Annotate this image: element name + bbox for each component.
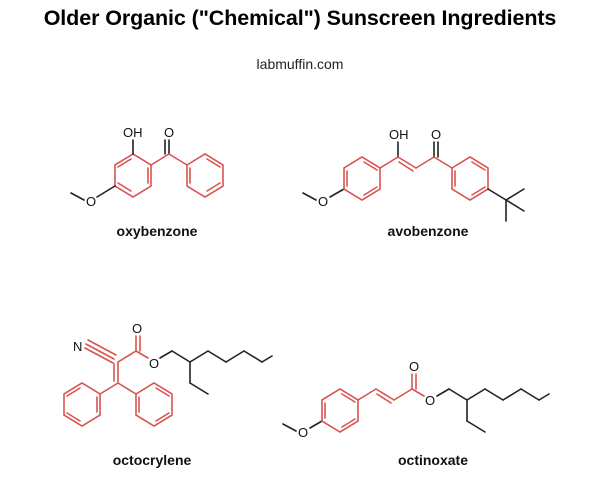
octinoxate-ring — [321, 388, 359, 433]
avobenzone-structure: O OH O — [302, 127, 525, 239]
avobenzone-oh-label: OH — [389, 127, 409, 142]
octocrylene-name: octocrylene — [113, 452, 192, 468]
oxybenzone-ring-left — [114, 153, 152, 198]
octocrylene-structure: N O O — [63, 321, 273, 468]
avobenzone-ether-o-label: O — [318, 194, 328, 209]
octinoxate-ester-o-label: O — [425, 393, 435, 408]
octocrylene-ring-left — [63, 382, 101, 427]
octinoxate-keto-o-label: O — [409, 359, 419, 374]
octocrylene-keto-o-label: O — [132, 321, 142, 336]
oxybenzone-name: oxybenzone — [117, 223, 198, 239]
oxybenzone-keto-o-label: O — [164, 125, 174, 140]
octocrylene-ester-o-label: O — [149, 356, 159, 371]
page-title: Older Organic ("Chemical") Sunscreen Ing… — [43, 6, 557, 30]
oxybenzone-ring-right — [186, 153, 224, 198]
octinoxate-ether-o-label: O — [298, 425, 308, 440]
oxybenzone-structure: OH O O oxybenzone — [70, 125, 224, 239]
avobenzone-ring-left — [343, 156, 381, 201]
avobenzone-ring-right — [451, 156, 489, 201]
avobenzone-keto-o-label: O — [431, 127, 441, 142]
octinoxate-structure: O O O octinoxa — [282, 359, 550, 468]
oxybenzone-oh-label: OH — [123, 125, 143, 140]
octinoxate-name: octinoxate — [398, 452, 468, 468]
avobenzone-name: avobenzone — [388, 223, 469, 239]
octocrylene-ring-right — [135, 382, 173, 427]
octocrylene-n-label: N — [73, 339, 82, 354]
oxybenzone-ether-o-label: O — [86, 194, 96, 209]
source-credit: labmuffin.com — [256, 56, 344, 72]
